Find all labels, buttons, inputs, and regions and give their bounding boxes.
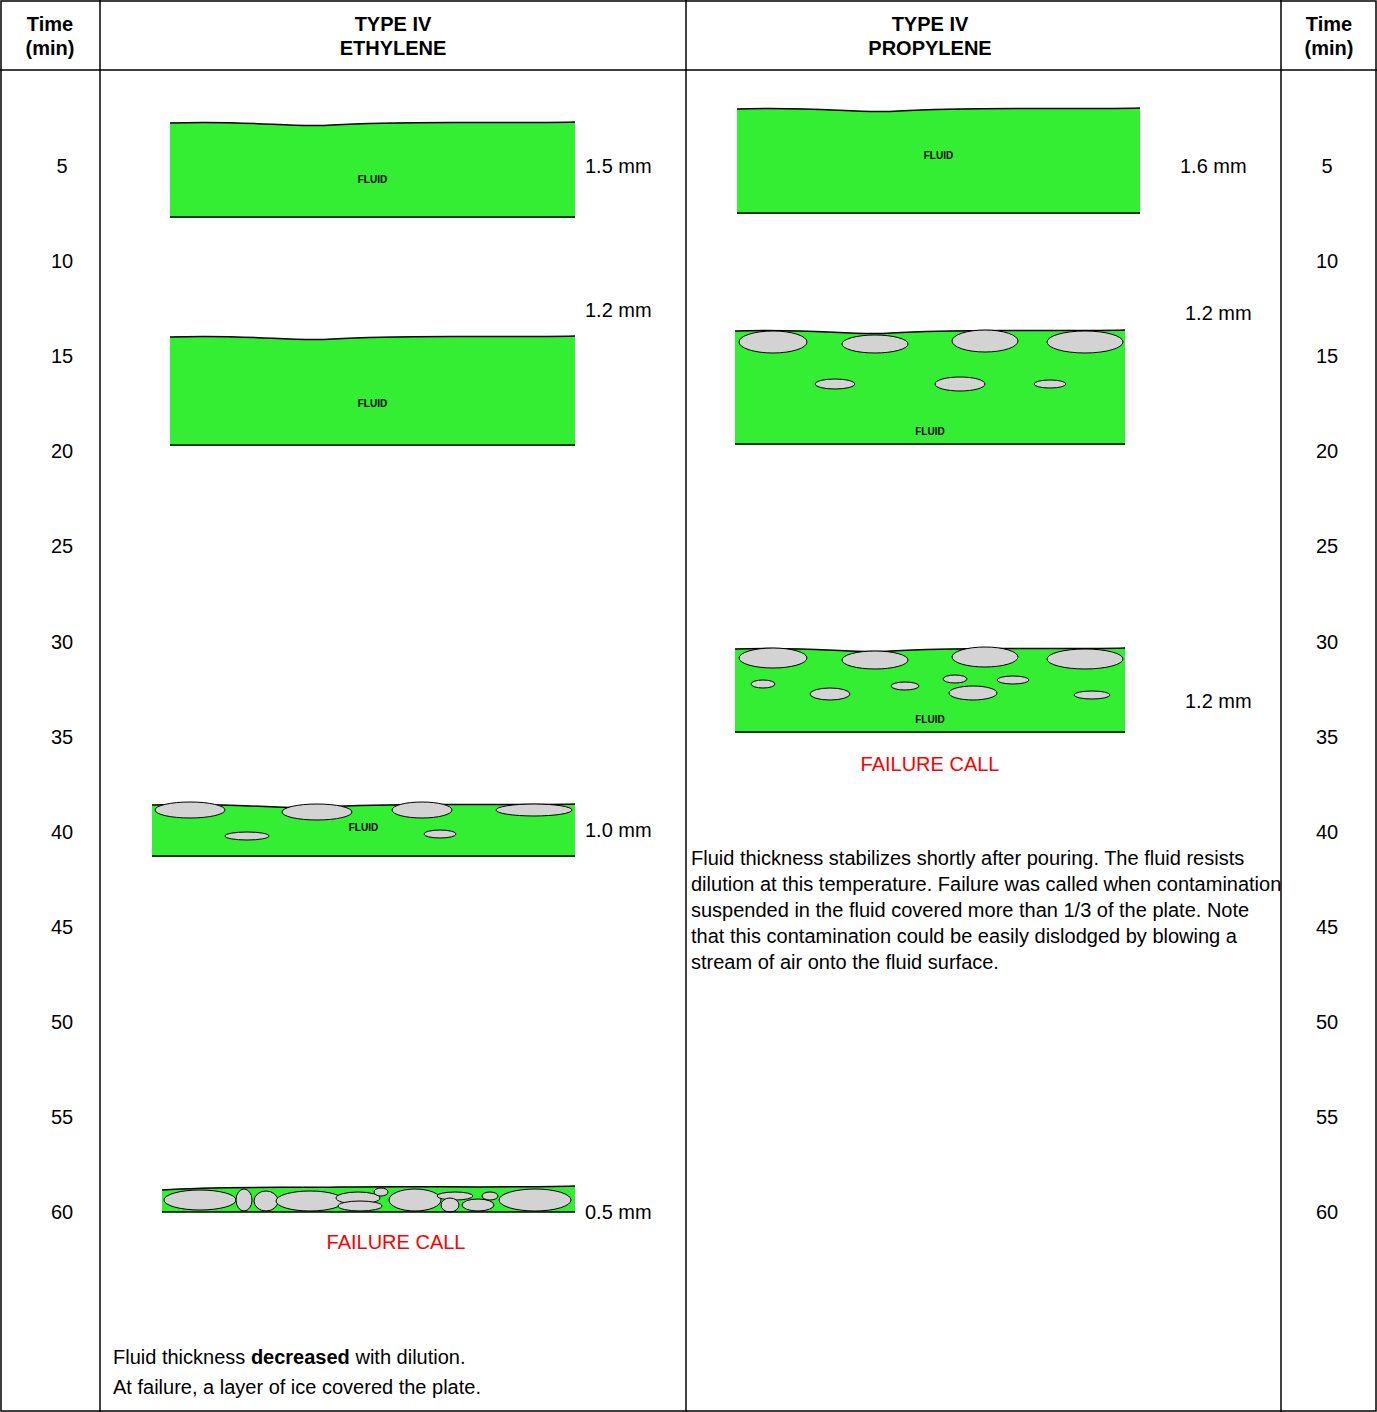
fluid-shape — [170, 118, 575, 218]
observation-note: At failure, a layer of ice covered the p… — [113, 1375, 481, 1399]
time-value: 5 — [56, 154, 67, 178]
time-value: 10 — [51, 249, 73, 273]
time-value: 10 — [1316, 249, 1338, 273]
time-value: 30 — [51, 630, 73, 654]
note-text: Fluid thickness — [113, 1346, 245, 1368]
thickness-value: 1.2 mm — [585, 298, 652, 322]
time-value: 35 — [1316, 725, 1338, 749]
fluid-layer: FLUID — [170, 118, 575, 218]
time-value: 50 — [51, 1010, 73, 1034]
emphasis-word: decreased — [251, 1346, 350, 1368]
fluid-label: FLUID — [737, 151, 1140, 161]
column-header: Time (min) — [20, 12, 80, 60]
time-value: 45 — [1316, 915, 1338, 939]
time-value: 55 — [51, 1105, 73, 1129]
failure-call: FAILURE CALL — [861, 752, 1000, 776]
failure-call: FAILURE CALL — [327, 1230, 466, 1254]
fluid-layer-failed — [162, 1186, 575, 1212]
time-value: 35 — [51, 725, 73, 749]
fluid-label: FLUID — [152, 823, 575, 833]
time-value: 15 — [1316, 344, 1338, 368]
time-value: 45 — [51, 915, 73, 939]
observation-note: Fluid thickness decreasedwith dilution. — [113, 1345, 466, 1369]
time-value: 20 — [51, 439, 73, 463]
thickness-value: 1.6 mm — [1180, 154, 1247, 178]
time-value: 20 — [1316, 439, 1338, 463]
column-header: TYPE IV ETHYLENE — [328, 12, 458, 60]
time-value: 25 — [1316, 534, 1338, 558]
time-value: 25 — [51, 534, 73, 558]
thickness-value: 1.2 mm — [1185, 689, 1252, 713]
thickness-value: 1.0 mm — [585, 818, 652, 842]
fluid-label: FLUID — [735, 715, 1125, 725]
fluid-label: FLUID — [735, 427, 1125, 437]
thickness-value: 1.5 mm — [585, 154, 652, 178]
time-value: 50 — [1316, 1010, 1338, 1034]
time-value: 30 — [1316, 630, 1338, 654]
fluid-layer: FLUID — [170, 332, 575, 446]
column-header: Time (min) — [1299, 12, 1359, 60]
time-value: 40 — [51, 820, 73, 844]
fluid-layer: FLUID — [152, 800, 575, 857]
time-value: 55 — [1316, 1105, 1338, 1129]
fluid-label: FLUID — [170, 175, 575, 185]
fluid-layer: FLUID — [735, 326, 1125, 445]
time-value: 60 — [1316, 1200, 1338, 1224]
time-value: 60 — [51, 1200, 73, 1224]
thickness-value: 1.2 mm — [1185, 301, 1252, 325]
note-text: with dilution. — [355, 1346, 465, 1368]
time-value: 40 — [1316, 820, 1338, 844]
fluid-layer: FLUID — [737, 104, 1140, 214]
time-value: 5 — [1321, 154, 1332, 178]
fluid-layer: FLUID — [735, 644, 1125, 733]
thickness-value: 0.5 mm — [585, 1200, 652, 1224]
fluid-shape — [170, 332, 575, 446]
column-header: TYPE IV PROPYLENE — [865, 12, 995, 60]
time-value: 15 — [51, 344, 73, 368]
fluid-label: FLUID — [170, 399, 575, 409]
observation-note: Fluid thickness stabilizes shortly after… — [691, 845, 1287, 975]
